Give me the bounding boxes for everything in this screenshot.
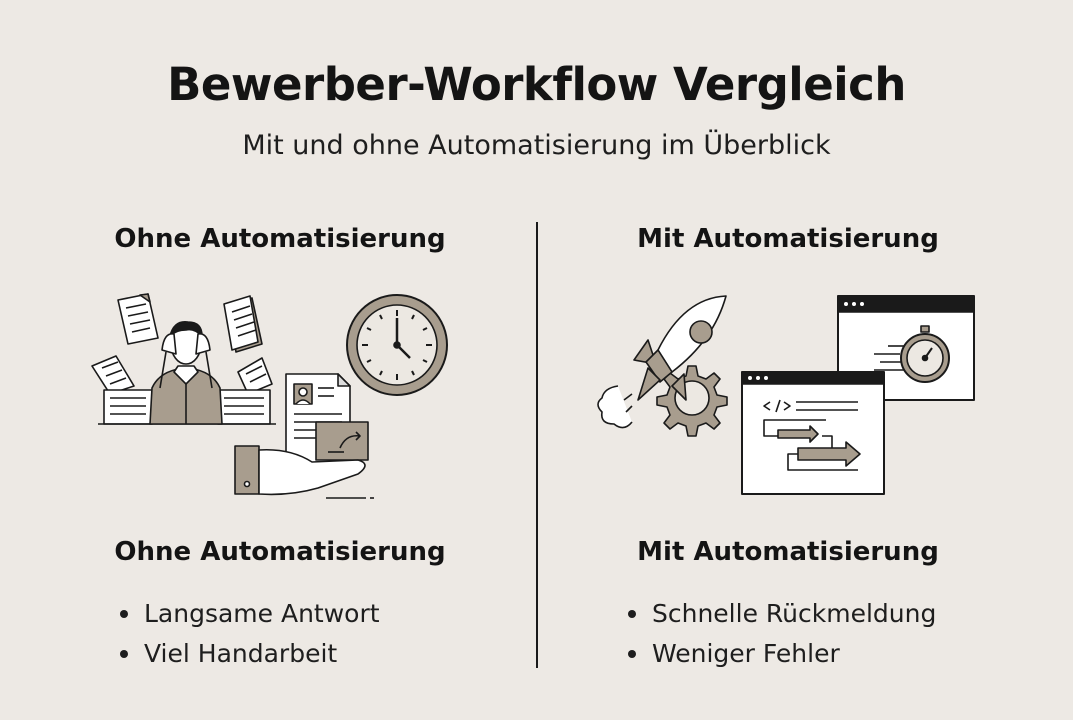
left-illustration — [90, 288, 470, 503]
right-illustration — [588, 290, 988, 505]
page-title: Bewerber-Workflow Vergleich — [167, 58, 906, 111]
right-heading: Mit Automatisierung — [637, 224, 939, 254]
right-points-list: Schnelle Rückmeldung Weniger Fehler — [628, 594, 936, 674]
left-heading: Ohne Automatisierung — [114, 224, 446, 254]
bullet-icon — [120, 610, 128, 618]
right-summary-heading: Mit Automatisierung — [637, 537, 939, 567]
left-summary-heading: Ohne Automatisierung — [114, 537, 446, 567]
bullet-icon — [628, 650, 636, 658]
list-item: Langsame Antwort — [120, 594, 380, 634]
list-item: Schnelle Rückmeldung — [628, 594, 936, 634]
list-item: Viel Handarbeit — [120, 634, 380, 674]
page-subtitle: Mit und ohne Automatisierung im Überblic… — [242, 130, 831, 161]
stressed-person-icon — [149, 320, 223, 425]
rocket-icon — [597, 295, 727, 429]
bullet-icon — [120, 650, 128, 658]
bullet-icon — [628, 610, 636, 618]
browser-code-workflow-icon — [741, 371, 885, 495]
clock-icon — [346, 294, 448, 396]
hand-holding-resume-icon — [234, 373, 374, 499]
list-item: Weniger Fehler — [628, 634, 936, 674]
paper-stack-icon — [91, 293, 276, 425]
column-divider — [536, 222, 538, 668]
left-points-list: Langsame Antwort Viel Handarbeit — [120, 594, 380, 674]
